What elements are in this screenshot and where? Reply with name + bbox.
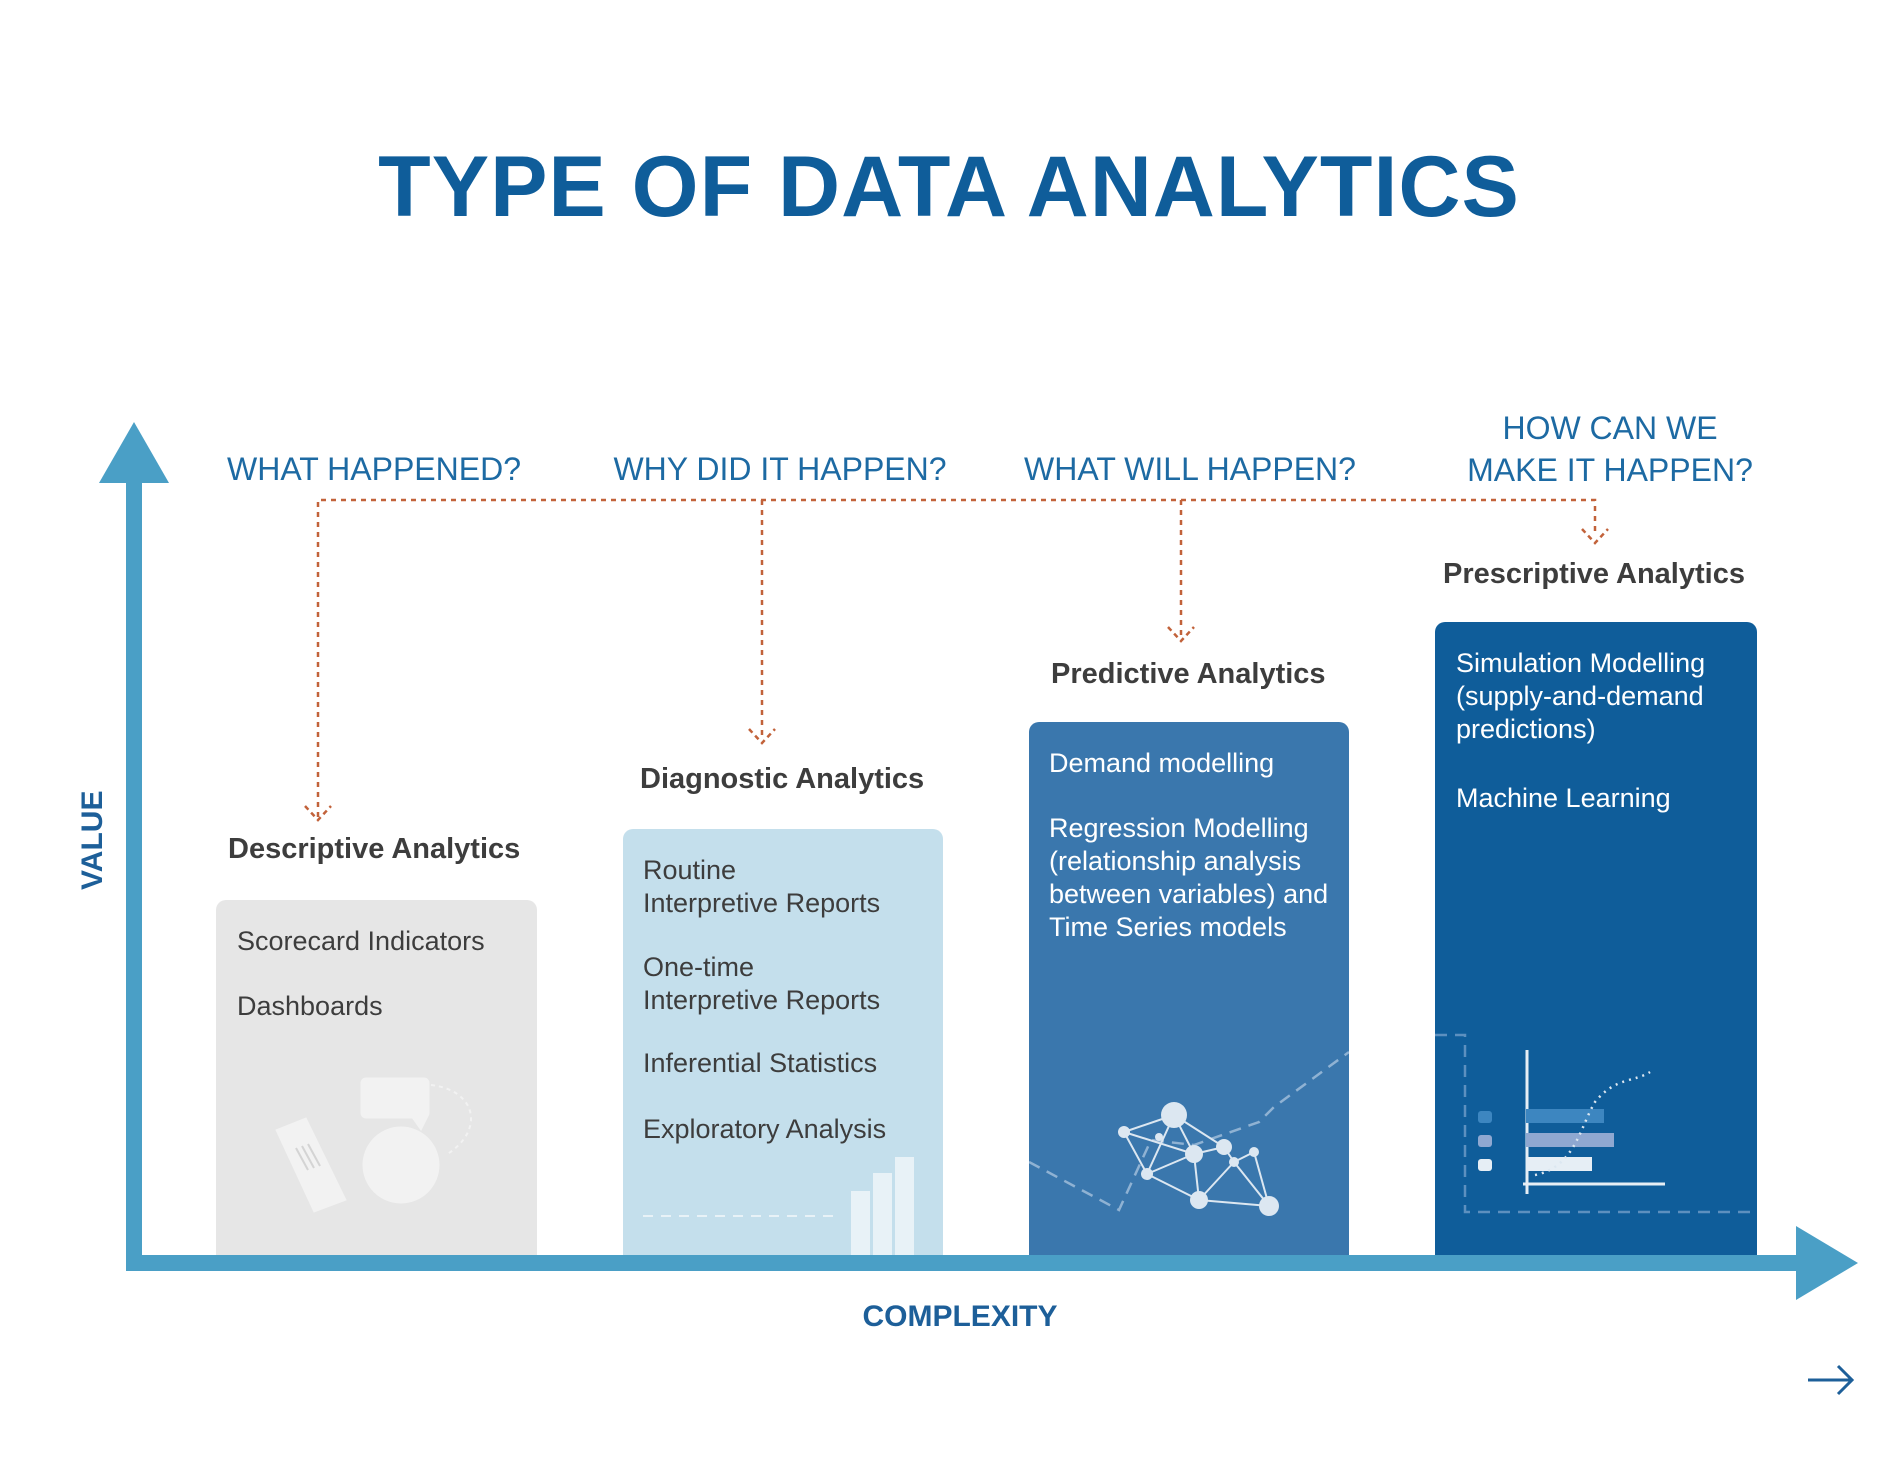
prescriptive-item: Simulation Modelling (supply-and-demand … [1456, 648, 1706, 744]
diagnostic-title: Diagnostic Analytics [640, 763, 925, 795]
diagnostic-item: Inferential Statistics [643, 1048, 878, 1078]
network-icon [1029, 1050, 1349, 1216]
predictive-title: Predictive Analytics [1051, 658, 1326, 690]
diagnostic-box: Routine Interpretive Reports One-time In… [623, 829, 943, 1255]
diagnostic-item: Routine Interpretive Reports [643, 855, 881, 918]
diagnostic-item: Exploratory Analysis [643, 1114, 887, 1144]
documents-chat-icon [275, 1077, 473, 1213]
question-how-can-we-make-it-happen: HOW CAN WE MAKE IT HAPPEN? [1467, 410, 1753, 488]
question-what-happened: WHAT HAPPENED? [227, 451, 521, 487]
connector-arrowheads [304, 528, 1609, 822]
question-what-will-happen: WHAT WILL HAPPEN? [1024, 451, 1356, 487]
value-axis-label: VALUE [76, 790, 109, 890]
complexity-axis [126, 1226, 1858, 1300]
predictive-item: Regression Modelling (relationship analy… [1049, 813, 1329, 942]
question-why-did-it-happen: WHY DID IT HAPPEN? [613, 451, 947, 487]
descriptive-item: Dashboards [237, 991, 383, 1021]
diagnostic-item: One-time Interpretive Reports [643, 952, 881, 1015]
value-axis [99, 422, 169, 1270]
descriptive-item: Scorecard Indicators [237, 926, 485, 956]
bar-chart-icon [643, 1157, 914, 1255]
predictive-item: Demand modelling [1049, 748, 1275, 778]
prescriptive-box: Simulation Modelling (supply-and-demand … [1435, 622, 1757, 1255]
predictive-box: Demand modelling Regression Modelling (r… [1029, 722, 1349, 1255]
complexity-axis-label: COMPLEXITY [862, 1300, 1058, 1333]
descriptive-box: Scorecard Indicators Dashboards [216, 900, 537, 1255]
descriptive-title: Descriptive Analytics [228, 833, 521, 865]
trend-chart-icon [1435, 1033, 1757, 1214]
prescriptive-title: Prescriptive Analytics [1443, 558, 1745, 590]
question-connector [316, 498, 1597, 817]
prescriptive-item: Machine Learning [1456, 783, 1671, 813]
page-title: TYPE OF DATA ANALYTICS [378, 139, 1520, 235]
